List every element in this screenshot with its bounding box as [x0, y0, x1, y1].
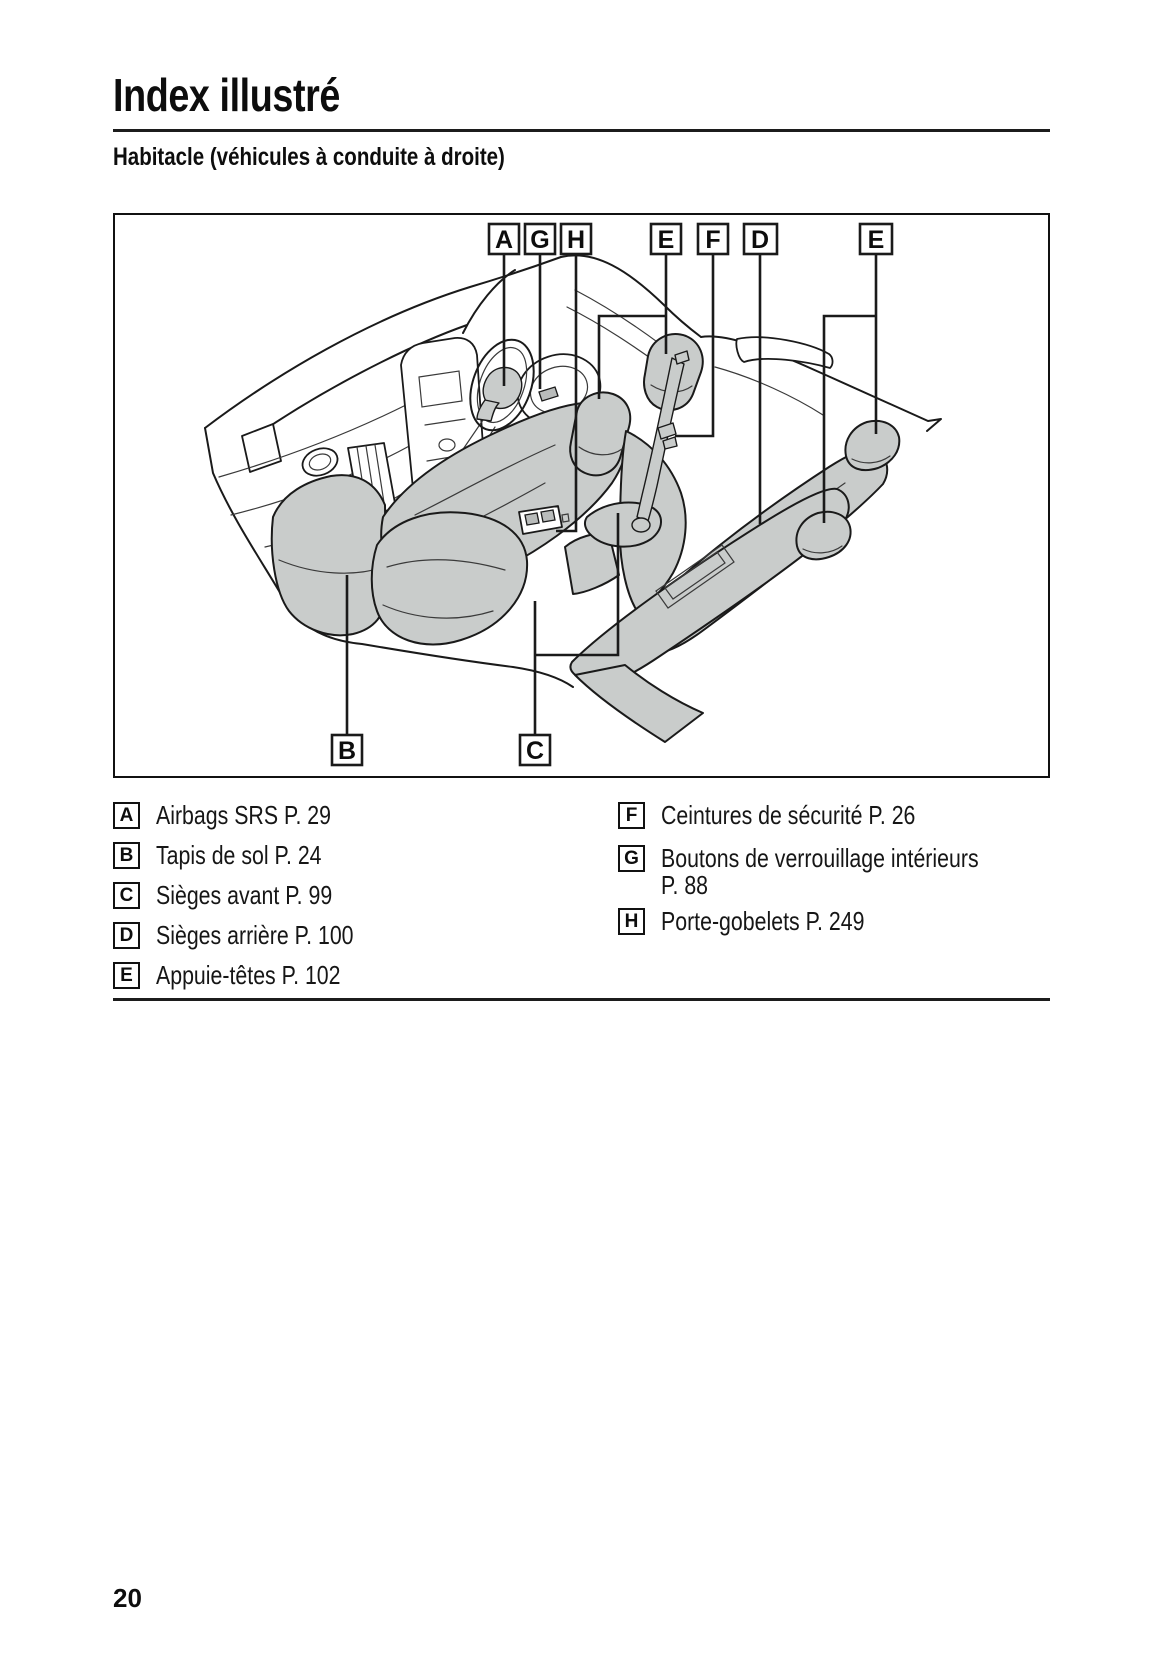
seat-belt-buckle — [657, 422, 677, 440]
callout-line-c — [533, 513, 620, 735]
callout-line-e-rear — [822, 254, 878, 523]
front-seat-near — [370, 391, 632, 646]
floor-mats — [270, 474, 620, 637]
title-divider-rule — [113, 129, 1050, 132]
legend-label-f: Ceintures de sécurité P. 26 — [661, 802, 971, 829]
section-heading: Habitacle (véhicules à conduite à droite… — [113, 143, 591, 172]
legend-letter-box-c: C — [113, 882, 140, 909]
page-title: Index illustré — [113, 68, 390, 121]
callout-letter-h: H — [567, 226, 585, 254]
callout-box-g — [523, 222, 557, 256]
legend-label-b: Tapis de sol P. 24 — [156, 842, 358, 869]
legend-label-h-text: Porte-gobelets P. 249 — [661, 906, 865, 936]
legend-letter-box-h: H — [618, 908, 645, 935]
legend-row-a: A Airbags SRS P. 29 — [113, 802, 369, 829]
front-floor-mat — [270, 474, 387, 637]
legend-label-c-text: Sièges avant P. 99 — [156, 880, 333, 910]
legend-label-c: Sièges avant P. 99 — [156, 882, 371, 909]
page-number: 20 — [113, 1583, 142, 1613]
legend-row-c: C Sièges avant P. 99 — [113, 882, 371, 909]
callout-box-h — [559, 222, 593, 256]
rear-bench-seat — [569, 419, 901, 743]
legend-row-e: E Appuie-têtes P. 102 — [113, 962, 381, 989]
callout-line-f — [675, 254, 715, 438]
legend-divider-rule — [113, 998, 1050, 1001]
gear-shift-knob — [438, 438, 456, 452]
legend-row-h: H Porte-gobelets P. 249 — [618, 908, 909, 935]
callout-box-f — [696, 222, 730, 256]
legend-letter-box-b: B — [113, 842, 140, 869]
section-heading-text: Habitacle (véhicules à conduite à droite… — [113, 143, 505, 171]
callout-box-e-rear — [858, 222, 894, 256]
legend-label-d: Sièges arrière P. 100 — [156, 922, 397, 949]
door-lock-button — [538, 386, 559, 402]
legend-letter-box-a: A — [113, 802, 140, 829]
legend-label-g-line2: P. 88 — [661, 870, 709, 900]
legend-label-f-text: Ceintures de sécurité P. 26 — [661, 800, 916, 830]
callout-boxes: A G H E F D E B C — [330, 222, 894, 767]
front-headrest-near — [569, 391, 632, 477]
door-mirror-glass — [241, 423, 282, 473]
legend-label-d-text: Sièges arrière P. 100 — [156, 920, 354, 950]
legend-letter-box-f: F — [618, 802, 645, 829]
legend-letter-box-g: G — [618, 845, 645, 872]
rear-armrest — [655, 544, 735, 609]
rear-window-sill — [735, 336, 834, 369]
callout-box-c — [518, 733, 552, 767]
callout-box-b — [330, 733, 364, 767]
callout-letter-b: B — [338, 737, 356, 765]
callout-letter-e-front: E — [658, 226, 675, 254]
rear-headrest-left — [795, 510, 852, 561]
legend-label-e-text: Appuie-têtes P. 102 — [156, 960, 341, 990]
rear-headrest-right — [844, 419, 901, 472]
callout-letter-d: D — [751, 226, 769, 254]
callout-line-h — [556, 254, 578, 533]
cup-holder — [518, 505, 570, 535]
legend-letter-box-e: E — [113, 962, 140, 989]
seat-belt — [631, 350, 690, 533]
callout-box-a — [487, 222, 521, 256]
callout-letter-e-rear: E — [868, 226, 885, 254]
callout-box-d — [742, 222, 779, 256]
seat-belt-anchor — [631, 517, 651, 533]
legend-label-h: Porte-gobelets P. 249 — [661, 908, 909, 935]
callout-line-e-front — [597, 254, 668, 399]
legend-label-e: Appuie-têtes P. 102 — [156, 962, 381, 989]
cabin-diagram-frame: A G H E F D E B C — [113, 213, 1050, 778]
front-seat-near-cushion — [370, 511, 529, 646]
legend-label-g-text: Boutons de verrouillage intérieurs — [661, 843, 979, 873]
legend-label-a: Airbags SRS P. 29 — [156, 802, 369, 829]
legend-label-a-text: Airbags SRS P. 29 — [156, 800, 332, 830]
callout-box-e-front — [649, 222, 683, 256]
steering-airbag-pad — [482, 366, 523, 410]
callout-letter-c: C — [526, 737, 544, 765]
legend-row-d: D Sièges arrière P. 100 — [113, 922, 397, 949]
side-air-vent — [301, 447, 339, 477]
callout-letter-g: G — [530, 226, 549, 254]
callout-lines — [345, 254, 878, 735]
callout-letter-a: A — [495, 226, 513, 254]
callout-letter-f: F — [705, 226, 720, 254]
legend-letter-box-d: D — [113, 922, 140, 949]
legend-row-b: B Tapis de sol P. 24 — [113, 842, 358, 869]
cabin-interior-illustration: A G H E F D E B C — [204, 222, 942, 767]
legend-row-f: F Ceintures de sécurité P. 26 — [618, 802, 971, 829]
page-title-text: Index illustré — [113, 68, 340, 121]
legend-label-b-text: Tapis de sol P. 24 — [156, 840, 322, 870]
